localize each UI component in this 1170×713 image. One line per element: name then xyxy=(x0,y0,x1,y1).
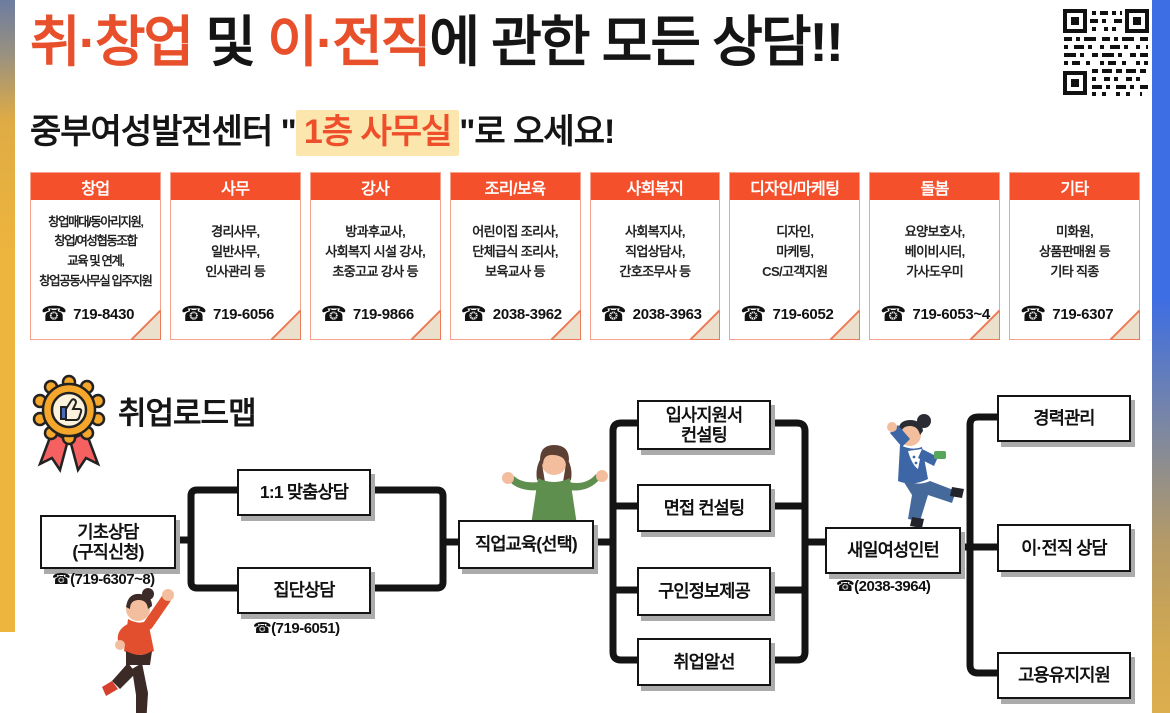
node-job-placement: 취업알선 xyxy=(637,638,771,686)
card-title: 디자인/마케팅 xyxy=(730,173,860,200)
folded-corner-decoration xyxy=(690,310,721,340)
folded-corner-decoration xyxy=(830,310,861,340)
phone-icon: ☎ xyxy=(880,303,907,326)
subtitle-pre: 중부여성발전센터 " xyxy=(30,113,297,151)
job-card-startup: 창업 창업매대/동아리지원, 창업/여성협동조합 교육 및 연계, 창업공동사무… xyxy=(30,172,161,340)
title-part: 이·전직 xyxy=(267,11,431,73)
subtitle: 중부여성발전센터 "1층 사무실"로 오세요! xyxy=(30,104,615,156)
phone-number: 719-6053~4 xyxy=(912,306,990,323)
qr-code-icon xyxy=(1062,8,1150,96)
node-job-info: 구인정보제공 xyxy=(637,567,771,616)
job-card-social-welfare: 사회복지 사회복지사, 직업상담사, 간호조무사 등 ☎ 2038-3963 xyxy=(589,172,721,340)
title-part: 에 관한 모든 상담!! xyxy=(429,11,844,73)
card-jobs: 경리사무, 일반사무, 인사관리 등 xyxy=(205,223,266,280)
phone-icon: ☎ xyxy=(320,303,347,326)
title-part: 및 xyxy=(192,11,268,73)
title-part: 취·창업 xyxy=(30,11,194,73)
phone-number: 719-6056 xyxy=(213,306,275,323)
phone-number: 719-9866 xyxy=(352,306,414,323)
phone-number: 719-6052 xyxy=(772,306,834,323)
right-edge-gradient xyxy=(1152,0,1170,713)
node-career-management: 경력관리 xyxy=(997,395,1131,442)
folded-corner-decoration xyxy=(970,310,1001,340)
card-title: 강사 xyxy=(310,173,440,200)
job-card-instructor: 강사 방과후교사, 사회복지 시설 강사, 초중고교 강사 등 ☎ 719-986… xyxy=(309,172,441,340)
node-one-on-one-counseling: 1:1 맞춤상담 xyxy=(237,469,371,516)
card-jobs: 사회복지사, 직업상담사, 간호조무사 등 xyxy=(619,223,691,280)
card-jobs: 어린이집 조리사, 단체급식 조리사, 보육교사 등 xyxy=(472,223,558,280)
illustration-woman-jumping-right xyxy=(887,414,964,528)
node-interview-consulting: 면접 컨설팅 xyxy=(637,484,771,532)
phone-icon: ☎ xyxy=(740,303,767,326)
node-vocational-education: 직업교육(선택) xyxy=(458,520,594,569)
roadmap-title: 취업로드맵 xyxy=(118,396,257,431)
card-title: 사회복지 xyxy=(590,173,720,200)
job-card-care: 돌봄 요양보호사, 베이비시터, 가사도우미 ☎ 719-6053~4 xyxy=(869,172,1001,340)
page-title: 취·창업 및 이·전직에 관한 모든 상담!! xyxy=(30,12,1060,73)
card-title: 기타 xyxy=(1010,173,1139,200)
node-group-counseling: 집단상담 xyxy=(237,567,371,614)
folded-corner-decoration xyxy=(550,310,581,340)
card-jobs: 미화원, 상품판매원 등 기타 직종 xyxy=(1038,223,1111,280)
node-saeil-intern: 새일여성인턴 xyxy=(825,527,961,574)
job-card-etc: 기타 미화원, 상품판매원 등 기타 직종 ☎ 719-6307 xyxy=(1009,172,1140,340)
phone-number: 2038-3963 xyxy=(632,306,702,323)
phone-icon: ☎ xyxy=(180,303,208,326)
phone-saeil-intern: ☎(2038-3964) xyxy=(836,578,931,595)
phone-basic-counseling: ☎(719-6307~8) xyxy=(52,571,155,588)
illustration-woman-jumping-left xyxy=(102,588,174,713)
left-edge-gradient xyxy=(0,0,15,632)
node-job-change-counseling: 이·전직 상담 xyxy=(997,524,1131,572)
job-category-cards: 창업 창업매대/동아리지원, 창업/여성협동조합 교육 및 연계, 창업공동사무… xyxy=(30,172,1140,340)
node-employment-retention: 고용유지지원 xyxy=(997,652,1131,699)
subtitle-highlight: 1층 사무실 xyxy=(295,110,460,156)
phone-icon: ☎ xyxy=(600,303,627,326)
folded-corner-decoration xyxy=(270,310,301,340)
card-title: 사무 xyxy=(170,173,300,200)
phone-number: 2038-3962 xyxy=(492,306,562,323)
phone-icon: ☎ xyxy=(41,303,68,326)
card-title: 창업 xyxy=(31,173,160,200)
card-jobs: 요양보호사, 베이비시터, 가사도우미 xyxy=(904,223,965,280)
thumbs-up-badge-icon xyxy=(32,374,106,473)
job-card-cooking-childcare: 조리/보육 어린이집 조리사, 단체급식 조리사, 보육교사 등 ☎ 2038-3… xyxy=(449,172,581,340)
job-card-design-marketing: 디자인/마케팅 디자인, 마케팅, CS/고객지원 ☎ 719-6052 xyxy=(729,172,861,340)
card-jobs: 창업매대/동아리지원, 창업/여성협동조합 교육 및 연계, 창업공동사무실 입… xyxy=(39,214,153,288)
node-application-consulting: 입사지원서 컨설팅 xyxy=(637,400,771,450)
phone-group-counseling: ☎(719-6051) xyxy=(253,620,340,637)
folded-corner-decoration xyxy=(1110,310,1140,340)
subtitle-post: "로 오세요! xyxy=(459,113,615,151)
card-title: 조리/보육 xyxy=(450,173,580,200)
card-jobs: 디자인, 마케팅, CS/고객지원 xyxy=(762,223,828,280)
illustration-woman-green-sweater xyxy=(502,445,608,532)
phone-icon: ☎ xyxy=(1020,303,1047,326)
node-basic-counseling: 기초상담 (구직신청) xyxy=(40,515,176,569)
phone-icon: ☎ xyxy=(460,303,487,326)
phone-number: 719-6307 xyxy=(1052,306,1114,323)
folded-corner-decoration xyxy=(130,310,161,340)
phone-number: 719-8430 xyxy=(73,306,135,323)
card-jobs: 방과후교사, 사회복지 시설 강사, 초중고교 강사 등 xyxy=(325,223,426,280)
job-card-office: 사무 경리사무, 일반사무, 인사관리 등 ☎ 719-6056 xyxy=(169,172,301,340)
card-title: 돌봄 xyxy=(870,173,1000,200)
folded-corner-decoration xyxy=(410,310,441,340)
